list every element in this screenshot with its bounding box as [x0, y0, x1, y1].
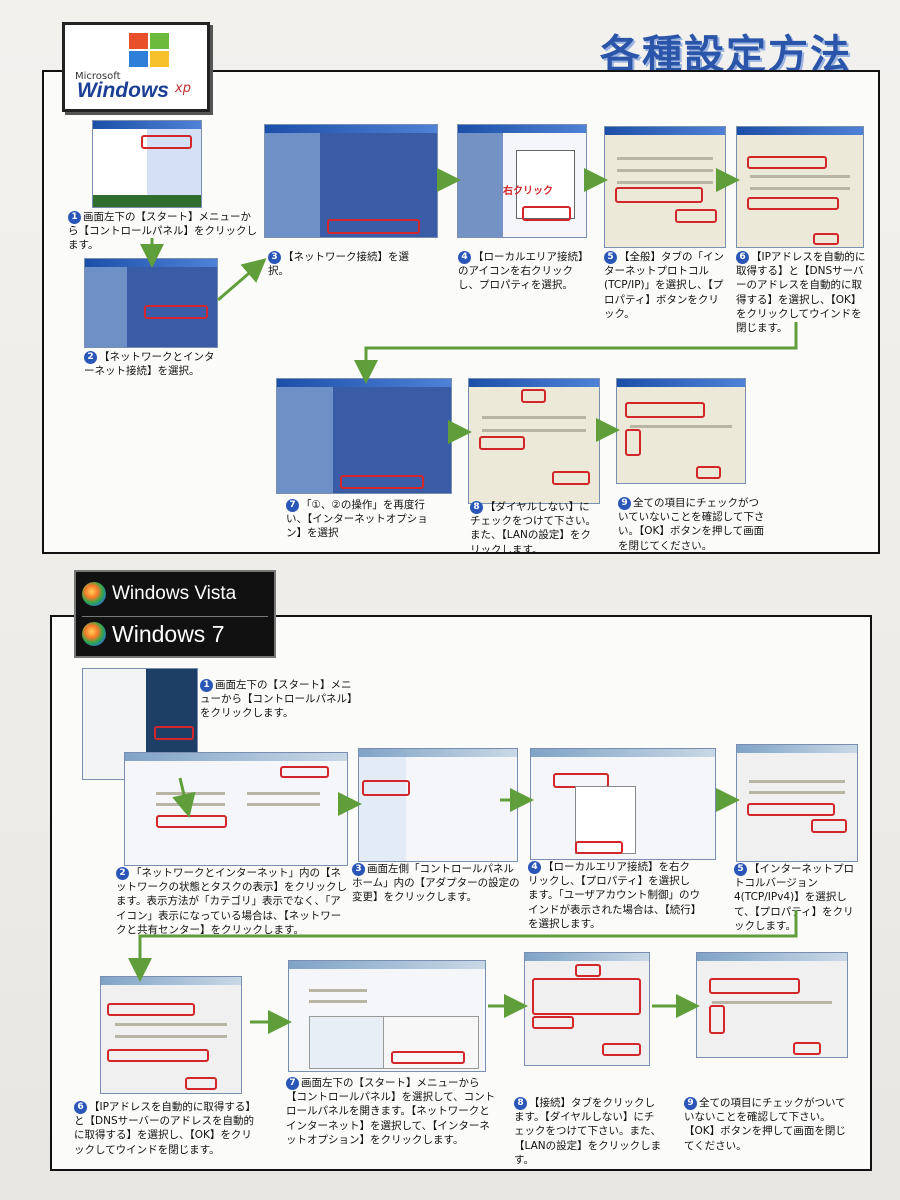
v7-network-internet-screenshot: [288, 960, 486, 1072]
vista-logo-row: Windows Vista: [82, 577, 268, 611]
v7-step-2: 2「ネットワークとインターネット」内の【ネットワークの状態とタスクの表示】をクリ…: [116, 866, 347, 936]
seven-logo-row: Windows 7: [82, 616, 268, 651]
logo-vista-text: Windows Vista: [112, 583, 237, 604]
xp-connection-tab-screenshot: [468, 378, 600, 504]
xp-step-7: 7「①、②の操作」を再度行い、【インターネットオプション】を選択: [286, 498, 428, 540]
v7-step-4: 4【ローカルエリア接続】を右クリックし、【プロパティ】を選択します。「ユーザアカ…: [528, 860, 700, 930]
v7-step-5: 5【インターネットプロトコルバージョン4(TCP/IPv4)】を選択して、【プロ…: [734, 862, 854, 932]
v7-ipv4-properties-screenshot: [100, 976, 242, 1094]
xp-lan-settings-screenshot: [616, 378, 746, 484]
xp-step-5: 5【全般】タブの「インターネットプロトコル(TCP/IP)」を選択し、【プロパテ…: [604, 250, 724, 320]
logo-windows-text: Windows: [77, 79, 169, 102]
windows-xp-logo: Microsoft Windows xp: [62, 22, 210, 112]
xp-step-2: 2【ネットワークとインターネット接続】を選択。: [84, 350, 215, 378]
xp-local-area-connection-screenshot: [457, 124, 587, 238]
arrow-xp-6-7: [354, 322, 798, 384]
arrow-v7-5-6: [128, 910, 798, 982]
windows-vista-7-logo: Windows Vista Windows 7: [74, 570, 276, 658]
v7-network-sharing-center-screenshot: [358, 748, 518, 862]
xp-flow-arrows: [140, 168, 798, 444]
logo-microsoft-text: Microsoft: [75, 71, 121, 82]
arrow-xp-2-3: [217, 258, 267, 302]
xp-step-6: 6【IPアドレスを自動的に取得する】と【DNSサーバーのアドレスを自動的に取得す…: [736, 250, 866, 334]
windows-flag-icon: [129, 33, 171, 69]
v7-step-6: 6【IPアドレスを自動的に取得する】と【DNSサーバーのアドレスを自動的に取得す…: [74, 1100, 256, 1156]
v7-connection-tab-screenshot: [524, 952, 650, 1066]
windows-orb-icon: [82, 622, 106, 646]
xp-tcpip-dialog-screenshot: [736, 126, 864, 248]
xp-start-menu-screenshot: [92, 120, 202, 208]
xp-step-4: 4【ローカルエリア接続】のアイコンを右クリックし、プロパティを選択。: [458, 250, 584, 292]
v7-step-8: 8【接続】タブをクリックします。【ダイヤルしない】にチェックをつけて下さい。また…: [514, 1096, 662, 1166]
v7-lan-settings-screenshot: [696, 952, 848, 1058]
xp-network-connection-screenshot: [264, 124, 438, 238]
v7-connection-properties-screenshot: [736, 744, 858, 862]
logo-xp-text: xp: [175, 81, 191, 96]
xp-step-3: 3【ネットワーク接続】を選択。: [268, 250, 409, 278]
v7-control-panel-screenshot: [124, 752, 348, 866]
right-click-annotation: 右クリック: [503, 186, 553, 197]
windows-orb-icon: [82, 582, 106, 606]
logo-seven-text: Windows 7: [112, 620, 225, 647]
arrow-v7-1-2: [172, 777, 196, 818]
xp-step-8: 8【ダイヤルしない】にチェックをつけて下さい。また、【LANの設定】をクリックし…: [470, 500, 596, 556]
